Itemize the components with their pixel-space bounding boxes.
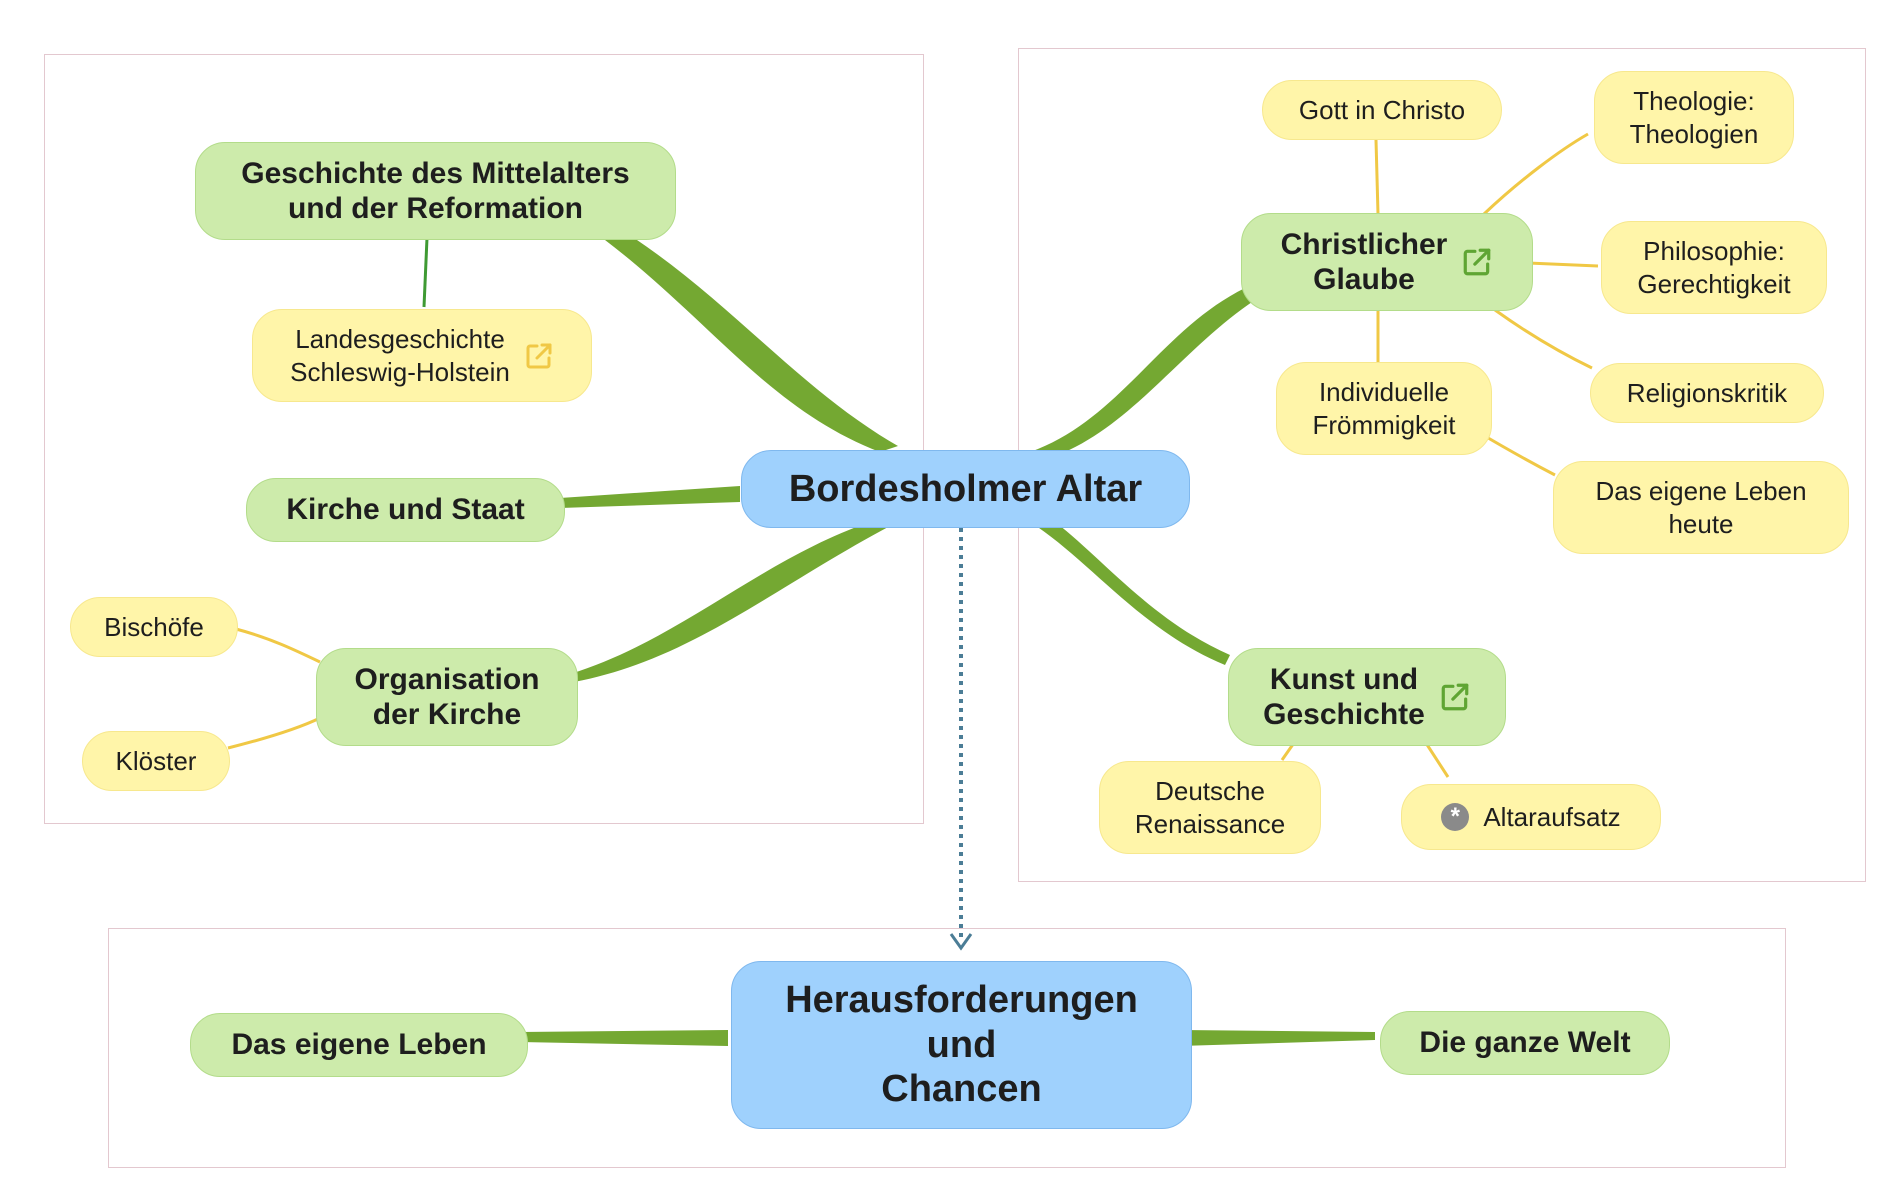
topic-kloester[interactable]: Klöster — [82, 731, 230, 791]
link-kloester — [227, 716, 321, 750]
topic-gott-in-christo[interactable]: Gott in Christo — [1262, 80, 1502, 140]
branch-kirche-staat — [560, 486, 740, 508]
branch-organisation — [570, 522, 890, 682]
topic-kirche-staat[interactable]: Kirche und Staat — [246, 478, 565, 542]
branch-eigene-leben — [520, 1030, 728, 1046]
branch-kunst — [1030, 518, 1230, 665]
link-bischoefe — [235, 627, 321, 664]
topic-altaraufsatz[interactable]: * Altaraufsatz — [1401, 784, 1661, 850]
link-mittelalter-landes — [422, 237, 429, 308]
boundary-bottom — [108, 928, 1786, 1168]
relation-arrowhead — [949, 933, 973, 951]
external-link-icon[interactable] — [524, 341, 554, 371]
topic-individuelle-froemmigkeit[interactable]: Individuelle Frömmigkeit — [1276, 362, 1492, 455]
sub-links — [227, 132, 1599, 778]
topic-landesgeschichte-label: Landesgeschichte Schleswig-Holstein — [290, 324, 510, 387]
topic-altaraufsatz-label: Altaraufsatz — [1483, 801, 1621, 832]
topic-organisation[interactable]: Organisation der Kirche — [316, 648, 578, 746]
topic-landesgeschichte[interactable]: Landesgeschichte Schleswig-Holstein — [252, 309, 592, 402]
link-gott — [1374, 139, 1380, 215]
topic-christlicher-glaube-label: Christlicher Glaube — [1280, 227, 1448, 296]
branch-glaube — [1030, 288, 1255, 458]
external-link-icon[interactable] — [1461, 246, 1493, 278]
topic-bischoefe[interactable]: Bischöfe — [70, 597, 238, 657]
central-topic-bottom[interactable]: Herausforderungen und Chancen — [731, 961, 1192, 1129]
link-religionskritik — [1494, 308, 1593, 370]
topic-kunst-und-geschichte-label: Kunst und Geschichte — [1263, 662, 1425, 731]
link-theologie — [1482, 132, 1589, 216]
boundary-left — [44, 54, 924, 824]
topic-das-eigene-leben[interactable]: Das eigene Leben — [190, 1013, 528, 1077]
topic-christlicher-glaube[interactable]: Christlicher Glaube — [1241, 213, 1533, 311]
topic-religionskritik[interactable]: Religionskritik — [1590, 363, 1824, 423]
branch-ganze-welt — [1180, 1030, 1375, 1046]
topic-eigene-leben-heute[interactable]: Das eigene Leben heute — [1553, 461, 1849, 554]
link-philosophie — [1527, 261, 1599, 268]
topic-deutsche-renaissance[interactable]: Deutsche Renaissance — [1099, 761, 1321, 854]
branch-mittelalter — [605, 232, 898, 452]
link-altaraufsatz — [1422, 739, 1450, 778]
topic-die-ganze-welt[interactable]: Die ganze Welt — [1380, 1011, 1670, 1075]
central-topic[interactable]: Bordesholmer Altar — [741, 450, 1190, 528]
external-link-icon[interactable] — [1439, 681, 1471, 713]
asterisk-icon: * — [1441, 803, 1470, 831]
topic-kunst-und-geschichte[interactable]: Kunst und Geschichte — [1228, 648, 1506, 746]
topic-theologie[interactable]: Theologie: Theologien — [1594, 71, 1794, 164]
topic-philosophie[interactable]: Philosophie: Gerechtigkeit — [1601, 221, 1827, 314]
topic-mittelalter[interactable]: Geschichte des Mittelalters und der Refo… — [195, 142, 676, 240]
